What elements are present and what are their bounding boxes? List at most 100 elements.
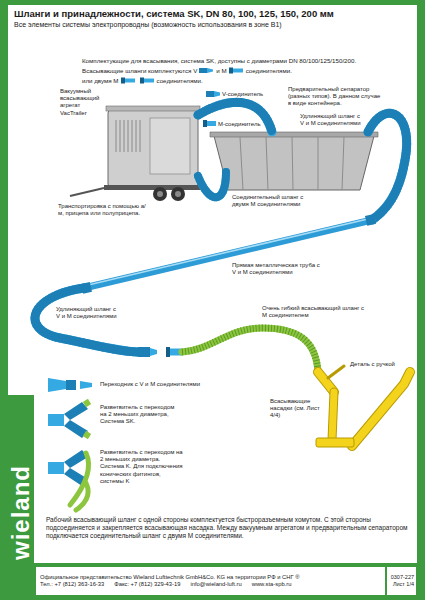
part-label: Деталь с ручкой: [350, 361, 410, 368]
hose-ribs: [198, 172, 226, 197]
hose-ribs: [368, 113, 407, 220]
m-coupler-flange: [166, 347, 170, 357]
icon-body: [233, 69, 243, 73]
part-label: Предварительный сепаратор (разных типов)…: [288, 86, 383, 108]
icon-body: [125, 79, 135, 83]
sheet-number: 0307-227Лист 1/4: [386, 567, 416, 595]
box-heading: 0307-227: [391, 574, 414, 581]
intro-note: или двумя M: [82, 77, 119, 84]
m-coupler-icon: [203, 120, 216, 127]
v-coupler-icon: [206, 91, 220, 97]
trailer-wheel: [171, 187, 185, 201]
nozzle-outline: [332, 392, 334, 440]
footer-contacts: Официальное представительство Wieland Lu…: [36, 567, 385, 595]
logo-strip: [8, 395, 34, 563]
icon-flange: [121, 78, 125, 84]
adapter-cone: [80, 381, 92, 389]
part-label: Всасывающие насадки (см. Лист 4/4): [270, 398, 322, 420]
intro-note: Всасывающие шланги комплектуются V: [82, 67, 197, 74]
box-text: Факс: +7 (812) 329-43-19: [114, 581, 180, 588]
splitter-body: [48, 414, 64, 426]
box-text: info@wieland-luft.ru: [190, 581, 241, 588]
nozzle-tube: [332, 392, 334, 440]
suction-hose: [198, 102, 272, 132]
intro-row: или двумя M соединителями.: [82, 77, 203, 84]
extension-hose: [35, 288, 140, 352]
icon-body: [144, 79, 154, 83]
trailer-grille: [116, 120, 140, 152]
trailer-hub: [157, 191, 163, 197]
trailer-drawbar: [70, 188, 104, 196]
m-coupler-icon: [229, 67, 244, 74]
part-label: Соединительный шланг с двумя M соедините…: [232, 194, 312, 208]
nozzle-tube: [352, 372, 410, 446]
body-note: Рабочий всасывающий шланг с одной сторон…: [46, 516, 408, 539]
extension-hose: [368, 113, 407, 220]
intro-note: соединителями.: [246, 67, 292, 74]
hose-ribs: [198, 102, 272, 132]
coupler-pair: [138, 347, 182, 357]
branch-end: [83, 431, 91, 439]
intro-note: соединителями.: [157, 77, 203, 84]
part-label: M-соединитель: [218, 121, 278, 128]
trailer-wheel: [153, 187, 167, 201]
box-heading: Официальное представительство Wieland Lu…: [40, 574, 381, 581]
m-coupler-icon: [121, 77, 136, 84]
splitter-sk: [48, 399, 91, 439]
part-label: Очень гибкий всасывающий шланг с M соеди…: [262, 305, 367, 319]
pipe-coupler: [81, 282, 92, 294]
k-hose: [76, 483, 88, 510]
icon-flange: [229, 68, 233, 74]
icon-cone: [207, 68, 213, 73]
splitter-branch: [64, 402, 88, 420]
brand-logo: wieland: [8, 410, 34, 560]
trailer-door: [150, 118, 190, 174]
part-label: Переходник с V и M соединителями: [100, 381, 200, 388]
intro-note: и M: [216, 67, 226, 74]
icon-body: [206, 91, 214, 97]
vacuum-trailer: [70, 106, 202, 201]
note: Транспортировка с помощью а/м, прицепа и…: [58, 203, 148, 217]
icon-flange: [140, 78, 144, 84]
part-label: Прямая металлическая труба с V и M соеди…: [232, 262, 322, 276]
container-body: [214, 136, 374, 190]
trailer-body: [108, 110, 198, 187]
nozzle-outline: [352, 372, 410, 446]
suction-nozzles: [318, 366, 410, 446]
part-label: Удлиняющий шланг с V и M соединителями: [56, 306, 118, 320]
intro-note: Комплектующие для всасывания, система SK…: [82, 57, 412, 64]
box-text: Тел.: +7 (812) 363-16-33: [40, 581, 104, 588]
m-coupler-icon: [140, 77, 155, 84]
hose-ribs: [35, 288, 140, 352]
v-coupler-cone: [150, 348, 157, 356]
icon-body: [207, 121, 216, 126]
page-title: Шланги и принадлежности, система SK, DN …: [14, 8, 414, 19]
metal-pipe: [84, 220, 372, 288]
container-separator: [210, 132, 378, 190]
box-text: Лист 1/4: [393, 581, 414, 588]
pipe-coupler: [365, 214, 376, 226]
part-label: Удлиняющий шланг с V и M соединителями: [300, 113, 364, 127]
flexible-hose: [182, 328, 318, 372]
connecting-hose: [198, 172, 226, 197]
icon-flange: [203, 120, 207, 127]
part-label: Вакуумный всасывающий агрегат VacTrailer: [60, 88, 106, 117]
v-coupler-icon: [199, 67, 214, 74]
part-label: Разветвитель с переходом на 2 меньших ди…: [100, 449, 185, 485]
box-text: www.sta-spb.ru: [252, 581, 292, 588]
handle-grip: [328, 366, 344, 378]
branch-end: [83, 399, 91, 407]
container-ribs: [240, 137, 344, 190]
trailer-roof: [106, 106, 200, 111]
adapter: [48, 378, 92, 392]
adapter-cone: [48, 378, 66, 392]
part-label: V-соединитель: [222, 91, 292, 98]
icon-body: [199, 68, 207, 73]
adapter-sleeve: [66, 380, 76, 390]
blue-hoses: [35, 102, 407, 352]
subtitle: Все элементы системы электропроводны (во…: [14, 21, 414, 29]
icon-cone: [214, 91, 220, 97]
